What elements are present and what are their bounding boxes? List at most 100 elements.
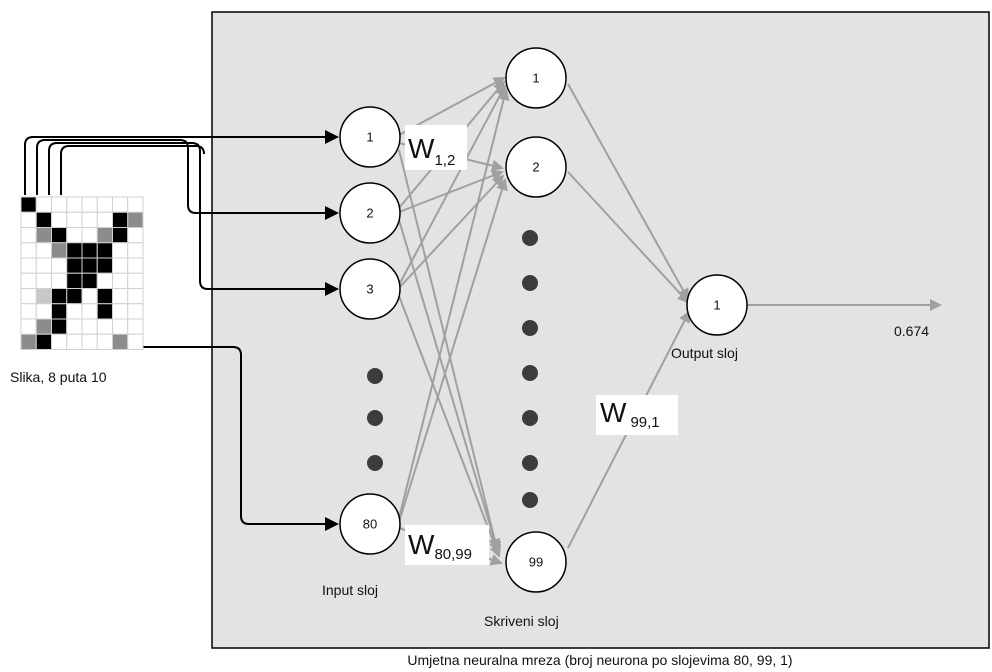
image-pixel — [81, 333, 98, 350]
image-pixel — [96, 272, 113, 289]
image-caption: Slika, 8 puta 10 — [10, 369, 107, 385]
image-pixel — [51, 257, 68, 274]
input-node-80-label: 80 — [363, 517, 377, 532]
image-pixel — [127, 318, 144, 335]
image-pixel — [96, 227, 113, 244]
input-node-3-label: 3 — [366, 282, 373, 297]
image-pixel — [51, 211, 68, 228]
image-pixel — [81, 288, 98, 305]
image-pixel — [66, 272, 83, 289]
input-node-80: 80 — [339, 493, 401, 555]
image-to-input-arrows — [24, 130, 339, 531]
image-pixel — [66, 257, 83, 274]
image-pixel — [127, 227, 144, 244]
hidden-ellipsis-dots — [522, 230, 538, 508]
image-pixel — [51, 272, 68, 289]
image-pixel — [81, 242, 98, 259]
image-pixel — [112, 196, 129, 213]
image-pixel — [35, 211, 52, 228]
image-pixel — [51, 242, 68, 259]
image-pixel — [127, 257, 144, 274]
hidden-node-2-label: 2 — [532, 160, 539, 175]
image-pixel — [66, 211, 83, 228]
output-layer-label: Output sloj — [671, 345, 738, 361]
input-node-2-label: 2 — [366, 206, 373, 221]
image-pixel — [35, 288, 52, 305]
input-layer-label: Input sloj — [322, 582, 378, 598]
image-pixel — [20, 303, 37, 320]
hidden-node-1-label: 1 — [532, 71, 539, 86]
image-pixel — [66, 196, 83, 213]
input-node-1: 1 — [339, 106, 401, 168]
output-node-1-label: 1 — [713, 298, 720, 313]
network-panel — [211, 11, 990, 649]
image-pixel — [96, 242, 113, 259]
image-pixel — [96, 333, 113, 350]
hidden-node-99-label: 99 — [529, 555, 543, 570]
image-pixel — [35, 257, 52, 274]
image-pixel — [112, 227, 129, 244]
image-pixel — [81, 318, 98, 335]
input-node-3: 3 — [339, 258, 401, 320]
image-pixel — [127, 288, 144, 305]
hidden-node-1: 1 — [505, 47, 567, 109]
image-pixel — [112, 211, 129, 228]
hidden-layer-label: Skriveni sloj — [484, 613, 559, 629]
image-pixel — [35, 196, 52, 213]
svg-text:W99,1: W99,1 — [600, 397, 660, 431]
image-pixel — [35, 227, 52, 244]
image-pixel — [127, 196, 144, 213]
image-pixel — [127, 333, 144, 350]
image-pixel — [127, 211, 144, 228]
image-pixel — [66, 227, 83, 244]
image-pixel — [112, 257, 129, 274]
image-pixel — [96, 318, 113, 335]
image-pixel — [81, 257, 98, 274]
image-pixel — [20, 288, 37, 305]
weight-label-w8099: W80,99 — [405, 525, 489, 565]
svg-text:W80,99: W80,99 — [408, 529, 472, 563]
image-pixel — [112, 333, 129, 350]
image-pixel — [51, 318, 68, 335]
image-pixel — [96, 257, 113, 274]
image-pixel — [35, 333, 52, 350]
input-node-1-label: 1 — [366, 130, 373, 145]
image-pixel — [20, 211, 37, 228]
image-pixel — [112, 303, 129, 320]
image-pixel — [20, 227, 37, 244]
image-pixel — [96, 303, 113, 320]
image-pixel — [96, 211, 113, 228]
image-pixel — [66, 242, 83, 259]
svg-text:W1,2: W1,2 — [408, 133, 455, 169]
image-pixel — [51, 288, 68, 305]
image-pixel — [81, 272, 98, 289]
image-pixel — [96, 196, 113, 213]
image-pixel — [66, 333, 83, 350]
output-node-1: 1 — [686, 274, 748, 336]
input-node-2: 2 — [339, 182, 401, 244]
image-pixel — [35, 303, 52, 320]
input-ellipsis-dots — [367, 368, 383, 471]
image-pixel — [127, 272, 144, 289]
image-pixel — [20, 257, 37, 274]
image-pixel — [20, 242, 37, 259]
image-pixel — [66, 318, 83, 335]
weight-label-w12: W1,2 — [405, 125, 467, 170]
image-pixel — [20, 272, 37, 289]
image-pixel — [81, 196, 98, 213]
image-pixel — [51, 196, 68, 213]
network-caption: Umjetna neuralna mreza (broj neurona po … — [407, 652, 792, 668]
image-pixel — [51, 303, 68, 320]
image-pixel — [35, 318, 52, 335]
image-pixel — [112, 318, 129, 335]
image-pixel — [20, 318, 37, 335]
image-pixel — [112, 288, 129, 305]
image-pixel — [81, 227, 98, 244]
image-pixel — [66, 288, 83, 305]
image-pixel — [66, 303, 83, 320]
image-pixel — [20, 196, 37, 213]
image-pixel — [96, 288, 113, 305]
hidden-node-2: 2 — [505, 136, 567, 198]
image-pixel — [127, 242, 144, 259]
input-image-grid — [20, 196, 144, 350]
